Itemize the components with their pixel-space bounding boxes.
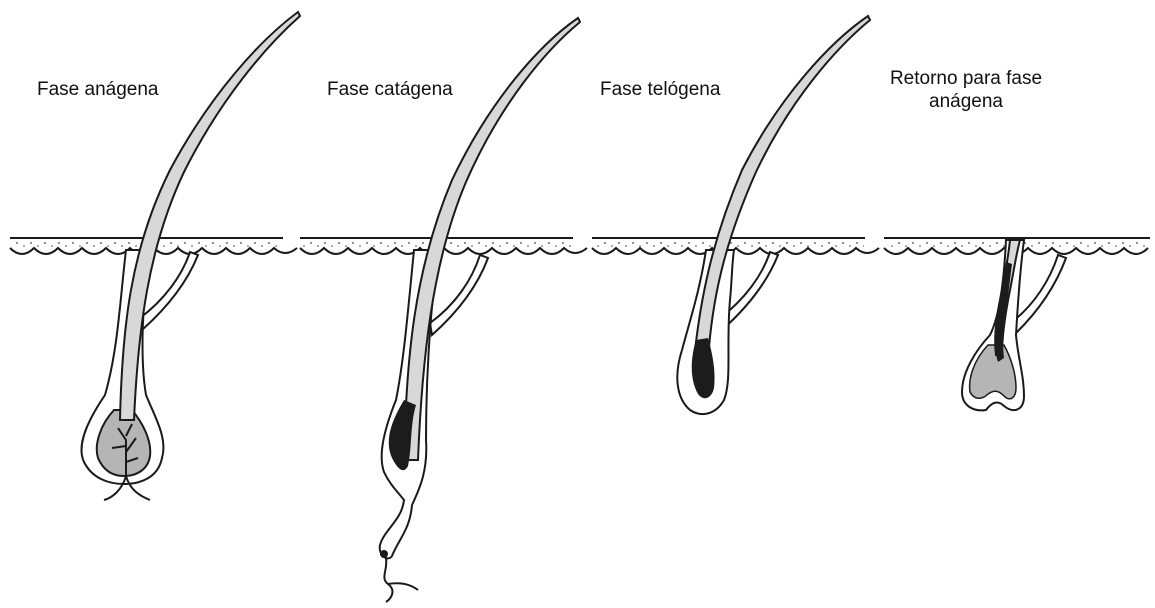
catagen-panel	[300, 18, 587, 602]
catagen-papilla	[381, 551, 418, 602]
telogen-skin-surface	[592, 238, 879, 254]
anagen-hair-shaft	[120, 12, 300, 420]
anagen-panel	[10, 12, 300, 500]
return-anagen-panel	[884, 238, 1150, 410]
telogen-panel	[592, 16, 879, 414]
